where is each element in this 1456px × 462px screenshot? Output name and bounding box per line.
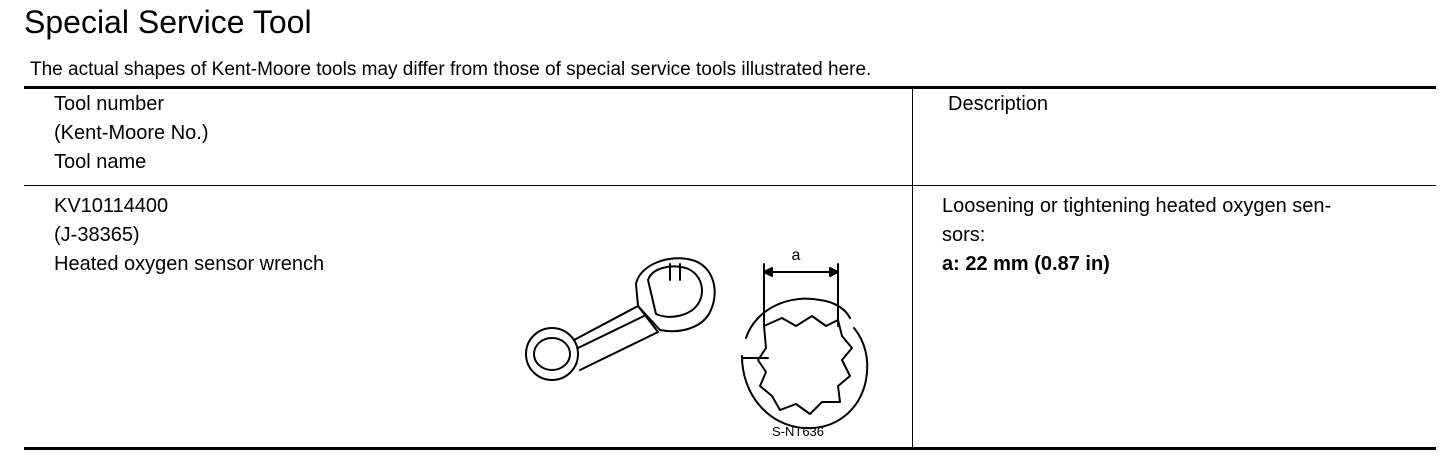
description-line-1: Loosening or tightening heated oxygen se… bbox=[942, 195, 1332, 217]
wrench-flare-head bbox=[635, 257, 716, 333]
table-top-rule bbox=[24, 86, 1436, 89]
tool-number: KV10114400 bbox=[54, 195, 169, 217]
flare-ring-outline bbox=[745, 297, 851, 339]
spec-value: a: 22 mm (0.87 in) bbox=[942, 253, 1110, 275]
wrench-illustration: a bbox=[525, 247, 869, 430]
table-row-description: Loosening or tightening heated oxygen se… bbox=[942, 192, 1331, 279]
header-tool-name: Tool name bbox=[54, 151, 147, 173]
header-divider bbox=[24, 185, 1436, 186]
page-title: Special Service Tool bbox=[24, 4, 312, 40]
figure-code: S-NT636 bbox=[772, 424, 825, 439]
description-line-2: sors: bbox=[942, 224, 986, 246]
header-description: Description bbox=[948, 93, 1049, 115]
header-kent-moore-no: (Kent-Moore No.) bbox=[54, 122, 209, 144]
header-tool-number: Tool number bbox=[54, 93, 165, 115]
tool-name: Heated oxygen sensor wrench bbox=[54, 253, 325, 275]
column-divider bbox=[912, 87, 913, 448]
twelve-point-socket bbox=[757, 315, 853, 415]
wrench-small-ring bbox=[525, 327, 579, 381]
table-bottom-rule bbox=[24, 447, 1436, 450]
table-row-tool: KV10114400 (J-38365) Heated oxygen senso… bbox=[54, 192, 324, 279]
dimension-label-a: a bbox=[792, 247, 801, 264]
header-tool-column: Tool number (Kent-Moore No.) Tool name bbox=[54, 90, 209, 177]
disclaimer-note: The actual shapes of Kent-Moore tools ma… bbox=[30, 59, 872, 80]
kent-moore-number: (J-38365) bbox=[54, 224, 140, 246]
